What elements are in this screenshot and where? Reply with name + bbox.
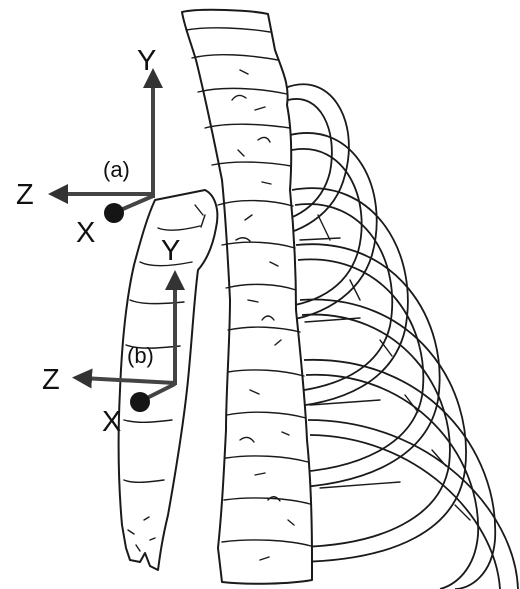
frame-a-tag: (a) bbox=[103, 157, 130, 182]
rib-6 bbox=[304, 360, 495, 589]
frame-a-x-label: X bbox=[76, 217, 95, 249]
frame-b-x-label: X bbox=[102, 406, 121, 438]
frame-a: Y Z X (a) bbox=[16, 45, 156, 249]
frame-b-x-marker bbox=[130, 392, 150, 412]
rib-7 bbox=[308, 420, 518, 589]
frame-b-z-label: Z bbox=[42, 364, 60, 396]
frame-a-x-marker bbox=[104, 203, 124, 223]
spine bbox=[182, 10, 312, 584]
frame-b-tag: (b) bbox=[127, 343, 154, 368]
frame-a-z-label: Z bbox=[16, 179, 34, 211]
frame-b-y-label: Y bbox=[161, 235, 180, 267]
frame-a-y-label: Y bbox=[137, 45, 156, 77]
